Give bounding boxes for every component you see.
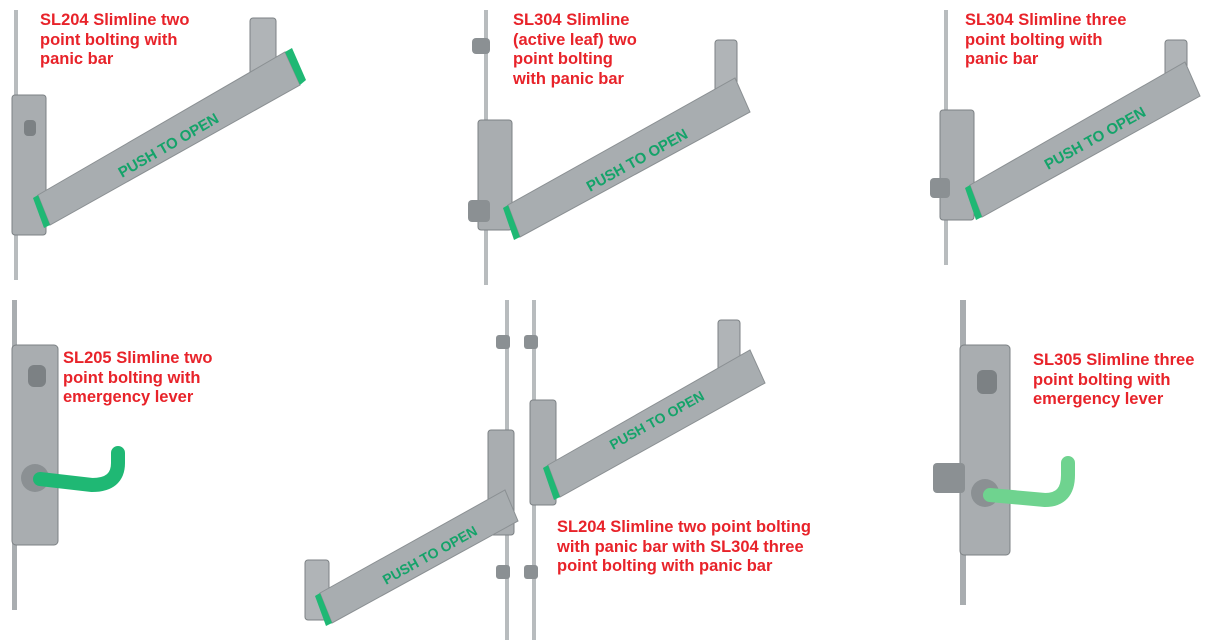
product-sl205: SL205 Slimline two point bolting with em… <box>0 295 300 625</box>
product-sl305: SL305 Slimline three point bolting with … <box>905 295 1225 625</box>
product-sl304-three: PUSH TO OPEN SL304 Slimline three point … <box>920 0 1225 290</box>
panic-bar-device-illustration: PUSH TO OPEN <box>468 10 751 285</box>
emergency-lever-device-illustration <box>11 300 125 610</box>
lever-handle <box>33 446 125 492</box>
product-caption: SL204 Slimline two point bolting with pa… <box>557 518 811 575</box>
push-bar <box>507 77 751 238</box>
lock-cam <box>28 365 46 387</box>
lock-body <box>11 344 59 546</box>
push-bar <box>969 61 1201 218</box>
rod-guide <box>472 38 490 54</box>
rod-guide <box>524 565 538 579</box>
double-panic-bar-device-illustration: PUSH TO OPEN PUSH TO OPEN <box>304 300 766 640</box>
bar-end-cap <box>965 185 982 220</box>
rod-guide <box>933 463 965 493</box>
rod-guide <box>496 335 510 349</box>
product-caption: SL205 Slimline two point bolting with em… <box>63 349 213 406</box>
rod-guide <box>496 565 510 579</box>
panic-bar-device-illustration: PUSH TO OPEN <box>11 10 306 280</box>
emergency-lever-device-illustration <box>933 300 1075 605</box>
bar-end-cap <box>285 48 306 85</box>
product-sl304-active: PUSH TO OPEN SL304 Slimline (active leaf… <box>450 0 780 290</box>
product-caption: SL304 Slimline three point bolting with … <box>965 11 1127 68</box>
product-caption: SL204 Slimline two point bolting with pa… <box>40 11 190 68</box>
panic-bar-device-illustration: PUSH TO OPEN <box>930 10 1201 265</box>
bar-end-cap <box>543 465 560 500</box>
rod-guide <box>930 178 950 198</box>
rod-guide <box>468 200 490 222</box>
lock-cam <box>977 370 997 394</box>
push-bar <box>547 349 766 498</box>
rod-guide <box>524 335 538 349</box>
bar-end-cap <box>33 195 50 228</box>
product-sl204: PUSH TO OPEN SL204 Slimline two point bo… <box>0 0 400 290</box>
lock-body <box>939 109 975 221</box>
lock-cam <box>24 120 36 136</box>
product-sl204-sl304: PUSH TO OPEN PUSH TO OPEN SL204 Slimline… <box>300 295 900 640</box>
bar-end-cap <box>315 593 332 626</box>
bar-end-cap <box>503 205 520 240</box>
product-caption: SL304 Slimline (active leaf) two point b… <box>513 11 637 88</box>
product-caption: SL305 Slimline three point bolting with … <box>1033 351 1195 408</box>
lever-handle <box>983 456 1075 507</box>
